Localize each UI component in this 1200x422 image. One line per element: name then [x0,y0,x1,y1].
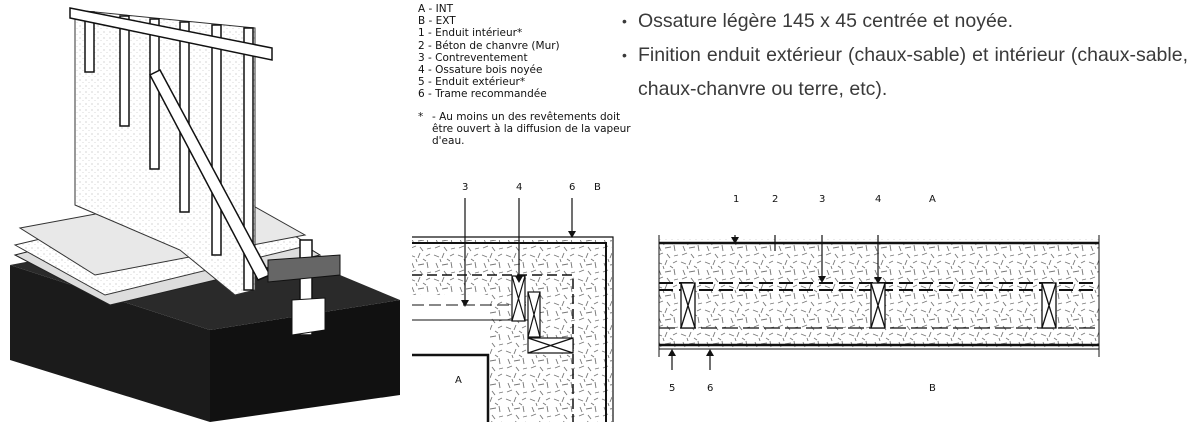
legend-item: A - INT [418,3,454,15]
section-label-1: 1 [733,194,740,205]
plan-label-a: A [455,375,462,386]
legend-item: 1 - Enduit intérieur* [418,27,523,40]
legend-item: 5 - Enduit extérieur* [418,76,526,89]
section-label-a: A [929,194,936,205]
wall-section-drawing [658,235,1100,370]
legend-item: B - EXT [418,15,456,28]
section-label-3: 3 [819,194,826,205]
legend-item: 2 - Béton de chanvre (Mur) [418,39,560,52]
section-label-2: 2 [772,194,779,205]
legend-note: * - Au moins un des revêtements doit êtr… [418,111,632,148]
bullet-item: Finition enduit extérieur (chaux-sable) … [622,38,1188,106]
bullet-item: Ossature légère 145 x 45 centrée et noyé… [622,4,1188,38]
note-text: - Au moins un des revêtements doit être … [432,110,631,148]
section-label-b: B [929,383,936,394]
plan-label-4: 4 [516,182,523,193]
legend-item: 6 - Trame recommandée [418,88,547,101]
wall-isometric-drawing [10,7,400,422]
section-label-5: 5 [669,383,676,394]
section-label-6: 6 [707,383,714,394]
legend-item: 3 - Contreventement [418,51,528,64]
plan-label-b: B [594,182,601,193]
section-label-4: 4 [875,194,882,205]
drawing-legend: A - INT B - EXT 1 - Enduit intérieur* 2 … [418,3,632,147]
plan-label-3: 3 [462,182,469,193]
spec-bullet-list: Ossature légère 145 x 45 centrée et noyé… [622,4,1188,106]
legend-item: 4 - Ossature bois noyée [418,64,543,77]
plan-label-6: 6 [569,182,576,193]
note-mark: * [418,110,424,123]
corner-plan-drawing [412,198,614,422]
